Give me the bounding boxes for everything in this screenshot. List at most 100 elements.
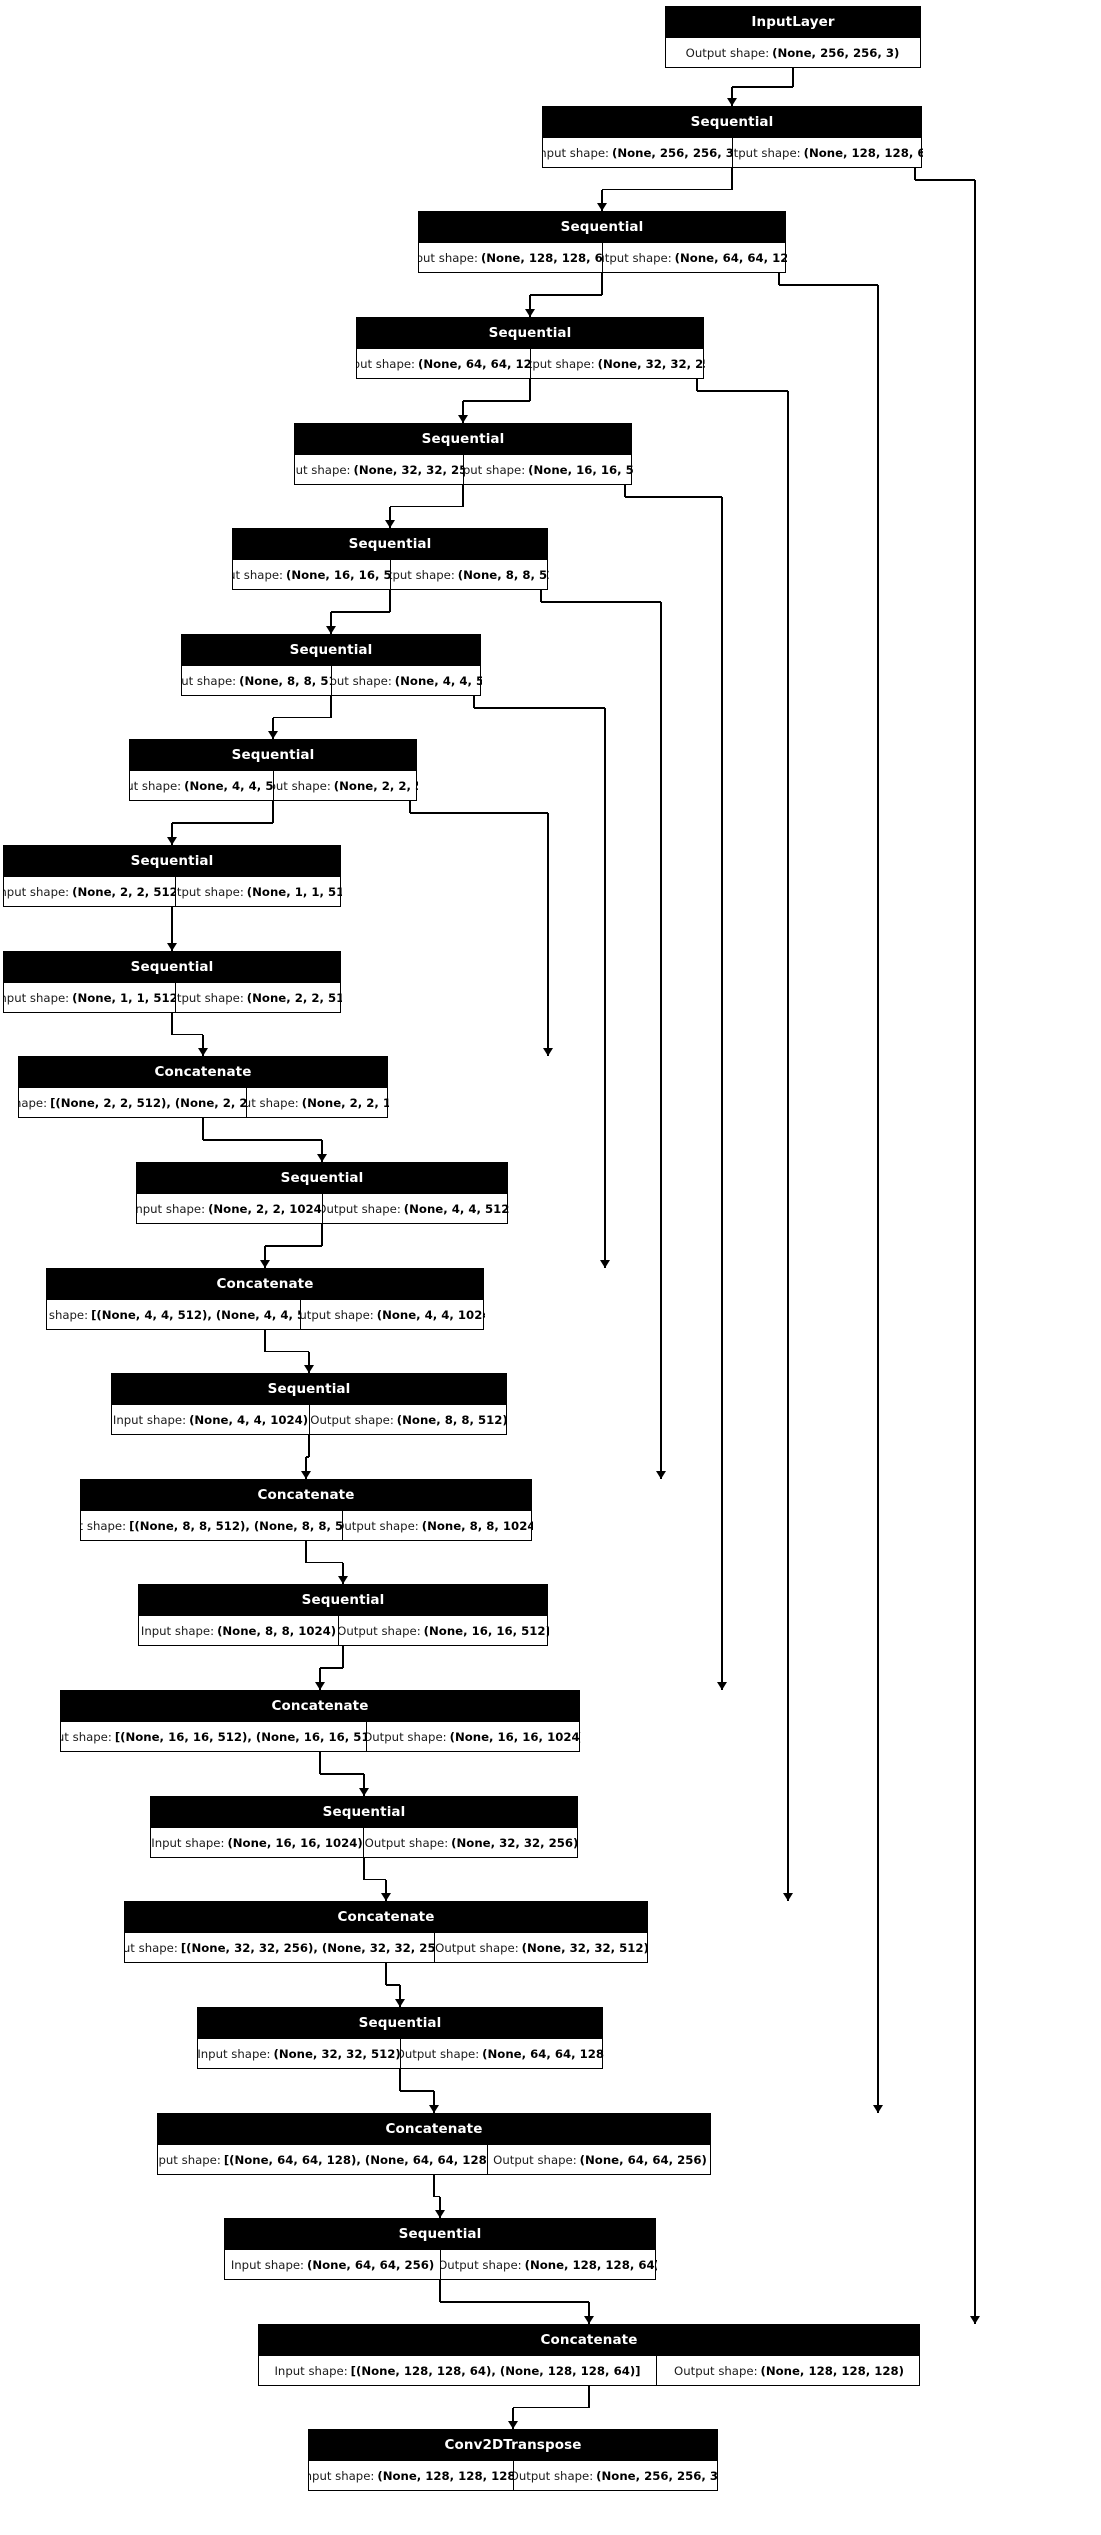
output-shape-label: Output shape: — [441, 2257, 522, 2272]
arrow-head — [198, 1048, 208, 1056]
input-shape-value: (None, 4, 4, 512) — [184, 778, 274, 793]
node-output-shape: Output shape:(None, 8, 8, 512) — [310, 1405, 508, 1434]
connector-line — [306, 1456, 309, 1458]
input-shape-value: (None, 32, 32, 256) — [353, 462, 464, 477]
connector-line — [399, 1985, 401, 2007]
connector-line — [306, 1561, 343, 1564]
output-shape-value: (None, 8, 8, 1024) — [421, 1518, 533, 1533]
output-shape-label: Output shape: — [493, 2152, 577, 2167]
node-shape-row: Input shape:(None, 32, 32, 256)Output sh… — [295, 454, 633, 484]
connector-line — [363, 1858, 365, 1880]
connector-line — [308, 1351, 310, 1373]
node-input-shape: Input shape:(None, 16, 16, 1024) — [151, 1828, 364, 1857]
input-shape-label: Input shape: — [125, 1940, 178, 1955]
output-shape-value: (None, 8, 8, 512) — [457, 567, 549, 582]
node-output-shape: Output shape:(None, 256, 256, 3) — [514, 2461, 719, 2490]
connector-line — [319, 1668, 321, 1690]
arrow-head — [600, 1260, 610, 1268]
node-input-shape: Input shape:(None, 256, 256, 3) — [543, 138, 733, 167]
connector-line — [588, 2302, 590, 2324]
input-shape-value: (None, 128, 128, 64) — [480, 250, 603, 265]
connector-line — [463, 400, 530, 402]
output-shape-label: Output shape: — [332, 673, 392, 688]
node-conv2dtranspose-23[interactable]: Conv2DTransposeInput shape:(None, 128, 1… — [308, 2429, 719, 2491]
node-output-shape: Output shape:(None, 128, 128, 64) — [441, 2250, 657, 2279]
arrow-head — [317, 1154, 327, 1162]
node-shape-row: Input shape:(None, 32, 32, 512)Output sh… — [198, 2038, 604, 2068]
connector-line — [462, 485, 464, 507]
node-input-shape: Input shape:(None, 64, 64, 128) — [357, 349, 531, 378]
connector-line — [264, 1330, 266, 1352]
connector-line — [363, 1774, 365, 1796]
arrow-head — [543, 1048, 553, 1056]
output-shape-label: Output shape: — [301, 1307, 374, 1322]
connector-line — [364, 1878, 386, 1881]
connector-line — [265, 1245, 322, 1247]
connector-line — [696, 379, 698, 391]
node-output-shape: Output shape:(None, 4, 4, 512) — [332, 666, 482, 695]
node-input-shape: Input shape:(None, 64, 64, 256) — [225, 2250, 441, 2279]
node-output-shape: Output shape:(None, 64, 64, 256) — [488, 2145, 712, 2174]
connector-line — [390, 505, 463, 508]
node-output-shape: Output shape:(None, 8, 8, 1024) — [343, 1511, 533, 1540]
input-shape-value: [(None, 32, 32, 256), (None, 32, 32, 256… — [180, 1940, 435, 1955]
node-title: Sequential — [419, 212, 785, 242]
connector-line — [434, 2195, 440, 2198]
node-title: Sequential — [139, 1585, 547, 1615]
output-shape-value: (None, 16, 16, 512) — [528, 462, 633, 477]
output-shape-value: (None, 128, 128, 64) — [803, 145, 923, 160]
node-output-shape: Output shape:(None, 4, 4, 1024) — [301, 1300, 485, 1329]
connector-line — [915, 179, 975, 181]
node-title: Sequential — [182, 635, 480, 665]
output-shape-value: (None, 2, 2, 512) — [246, 990, 342, 1005]
node-input-shape: Input shape:[(None, 16, 16, 512), (None,… — [61, 1722, 367, 1751]
input-shape-label: Input shape: — [419, 250, 478, 265]
node-input-shape: Input shape:(None, 2, 2, 512) — [4, 877, 176, 906]
node-output-shape: Output shape:(None, 64, 64, 128) — [401, 2039, 604, 2068]
node-output-shape: Output shape:(None, 32, 32, 512) — [435, 1933, 649, 1962]
input-shape-value: (None, 256, 256, 3) — [612, 145, 733, 160]
connector-line — [171, 907, 173, 951]
connector-line — [305, 1457, 307, 1479]
arrow-head — [395, 1999, 405, 2007]
connector-line — [321, 1140, 323, 1162]
arrow-head — [315, 1682, 325, 1690]
connector-line — [540, 590, 542, 602]
arrow-head — [381, 1893, 391, 1901]
arrow-head — [970, 2316, 980, 2324]
input-shape-value: (None, 32, 32, 512) — [273, 2046, 401, 2061]
output-shape-value: (None, 2, 2, 1024) — [301, 1095, 389, 1110]
arrow-head — [873, 2105, 883, 2113]
input-shape-value: [(None, 16, 16, 512), (None, 16, 16, 512… — [114, 1729, 367, 1744]
output-shape-value: (None, 128, 128, 128) — [760, 2363, 904, 2378]
output-shape-label: Output shape: — [176, 884, 244, 899]
node-output-shape: Output shape:(None, 32, 32, 256) — [531, 349, 705, 378]
input-shape-label: Input shape: — [309, 2468, 375, 2483]
input-shape-value: [(None, 2, 2, 512), (None, 2, 2, 512)] — [50, 1095, 247, 1110]
arrow-head — [435, 2210, 445, 2218]
arrow-head — [597, 203, 607, 211]
